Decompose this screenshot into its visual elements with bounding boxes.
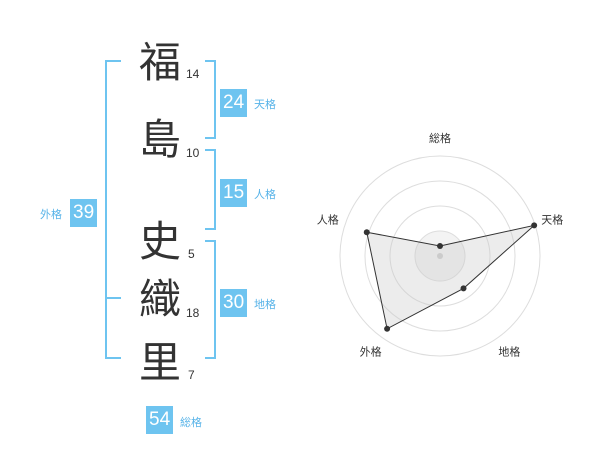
name-char-2: 島 — [139, 115, 182, 164]
stroke-count-4: 18 — [186, 306, 200, 320]
radar-axis-label: 人格 — [317, 213, 339, 227]
stroke-count-3: 5 — [188, 247, 195, 261]
radar-axis-label: 外格 — [360, 344, 382, 358]
gaikaku-value: 39 — [70, 199, 98, 227]
soukaku-label: 総格 — [180, 416, 202, 429]
chikaku-label: 地格 — [254, 298, 276, 311]
name-char-5: 里 — [139, 338, 182, 387]
radar-area — [366, 224, 536, 330]
radar-point — [437, 243, 443, 249]
chikaku-bracket — [205, 240, 216, 359]
chikaku-value: 30 — [220, 289, 248, 317]
soukaku-value: 54 — [146, 406, 174, 434]
stroke-count-1: 14 — [186, 67, 200, 81]
radar-point — [363, 229, 370, 236]
gaikaku-label: 外格 — [40, 208, 62, 221]
radar-ring — [389, 205, 491, 307]
tenkaku-bracket — [205, 60, 216, 139]
stroke-count-5: 7 — [188, 368, 195, 382]
tenkaku-value: 24 — [220, 89, 248, 117]
radar-axis-label: 天格 — [541, 213, 563, 227]
jinkaku-label: 人格 — [254, 188, 276, 201]
radar-axis-label: 総格 — [429, 131, 451, 145]
radar-ring — [364, 180, 516, 332]
radar-point — [460, 285, 467, 292]
radar-ring — [339, 155, 541, 357]
radar-axis-label: 地格 — [498, 344, 520, 358]
radar-center — [437, 253, 443, 259]
radar-point — [384, 325, 391, 332]
name-char-4: 織 — [139, 275, 182, 324]
stroke-count-2: 10 — [186, 146, 200, 160]
radar-point — [531, 222, 538, 229]
name-char-1: 福 — [139, 38, 182, 87]
gaikaku-bracket — [105, 60, 121, 359]
name-char-3: 史 — [139, 217, 182, 266]
tenkaku-label: 天格 — [254, 98, 276, 111]
jinkaku-bracket — [205, 149, 216, 230]
jinkaku-value: 15 — [220, 179, 248, 207]
